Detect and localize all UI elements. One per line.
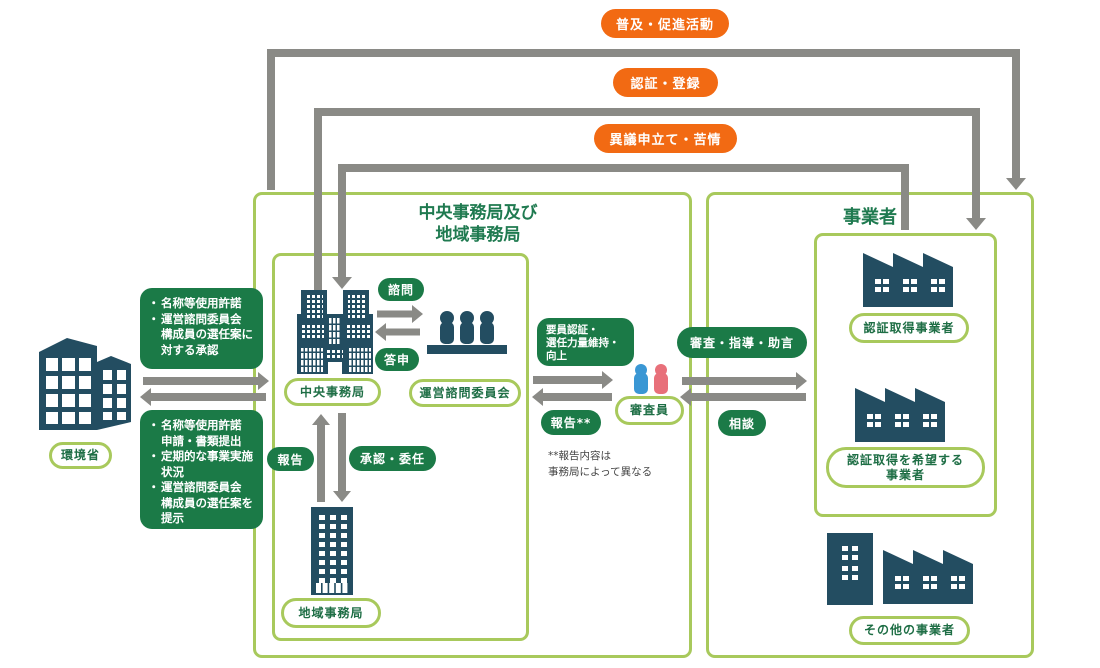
secretariat-title: 中央事務局及び 地域事務局 [418, 203, 538, 245]
reply-label: 答申 [375, 348, 419, 371]
flow-label-promotion: 普及・促進活動 [601, 9, 729, 38]
arrow-auditor-to-business [682, 372, 807, 390]
approval-delegation-label: 承認・委任 [349, 446, 436, 471]
committee-icon [427, 311, 507, 354]
consultation-label: 相談 [718, 410, 766, 436]
other-factory-icon [883, 550, 973, 604]
applicant-factory-icon [855, 388, 945, 442]
business-title: 事業者 [843, 207, 897, 228]
bubble-item: ・ 運営諮問委員会 構成員の選任案を 提示 [148, 480, 253, 525]
ministry-label: 環境省 [49, 442, 112, 469]
arrow-business-to-auditor [680, 388, 806, 406]
central-office-label: 中央事務局 [284, 378, 381, 406]
arrow-central-approval [333, 413, 351, 502]
consult-label: 諮問 [378, 278, 424, 301]
regional-office-building-icon [311, 507, 353, 595]
arrow-secretariat-to-auditor [533, 371, 613, 389]
business-inner-box [814, 233, 997, 517]
certified-factory-icon [863, 253, 953, 307]
business-group-box [706, 192, 1034, 658]
flow-line-promotion [267, 49, 1020, 190]
ministry-to-secretariat-bubble: ・ 名称等使用許諾 ・ 運営諮問委員会 構成員の選任案に 対する承認 [140, 288, 263, 369]
arrow-ministry-to-secretariat [143, 372, 269, 390]
arrow-consult [377, 305, 423, 323]
auditor-report-label: 報告** [541, 410, 601, 435]
committee-label: 運営諮問委員会 [409, 379, 521, 407]
flow-label-certification: 認証・登録 [613, 68, 718, 97]
other-office-building-icon [827, 533, 873, 605]
other-business-label: その他の事業者 [849, 616, 970, 645]
flow-line-certification-head [966, 218, 986, 230]
certified-business-label: 認証取得事業者 [849, 313, 969, 343]
auditor-people-icon [634, 364, 668, 394]
central-office-building-icon [297, 290, 373, 374]
arrow-secretariat-to-ministry [140, 388, 266, 406]
flow-line-certification [314, 108, 980, 290]
secretariat-to-ministry-bubble: ・ 名称等使用許諾 申請・書類提出 ・ 定期的な事業実施 状況 ・ 運営諮問委員… [140, 410, 263, 529]
bubble-item: ・ 定期的な事業実施 状況 [148, 449, 253, 479]
auditor-training-bubble: 要員認証・ 選任力量維持・ 向上 [537, 318, 634, 366]
flow-label-appeals: 異議申立て・苦情 [594, 124, 737, 153]
audit-guidance-label: 審査・指導・助言 [677, 327, 807, 358]
bubble-item: ・ 運営諮問委員会 構成員の選任案に 対する承認 [148, 311, 253, 357]
arrow-regional-report [312, 414, 330, 502]
report-footnote: **報告内容は 事務局によって異なる [548, 450, 653, 478]
arrow-auditor-to-secretariat [532, 388, 612, 406]
flow-line-appeals [338, 164, 909, 278]
bubble-item: ・ 名称等使用許諾 申請・書類提出 [148, 418, 242, 448]
regional-office-label: 地域事務局 [281, 598, 381, 628]
applicant-business-label: 認証取得を希望する 事業者 [826, 447, 985, 488]
ministry-building-icon [39, 338, 131, 430]
bubble-item: ・ 名称等使用許諾 [148, 296, 242, 310]
flow-line-appeals-head [332, 277, 352, 289]
flow-line-promotion-head [1006, 178, 1026, 190]
report-to-central-label: 報告 [267, 447, 314, 471]
auditor-label: 審査員 [615, 396, 684, 425]
arrow-reply [375, 323, 420, 341]
